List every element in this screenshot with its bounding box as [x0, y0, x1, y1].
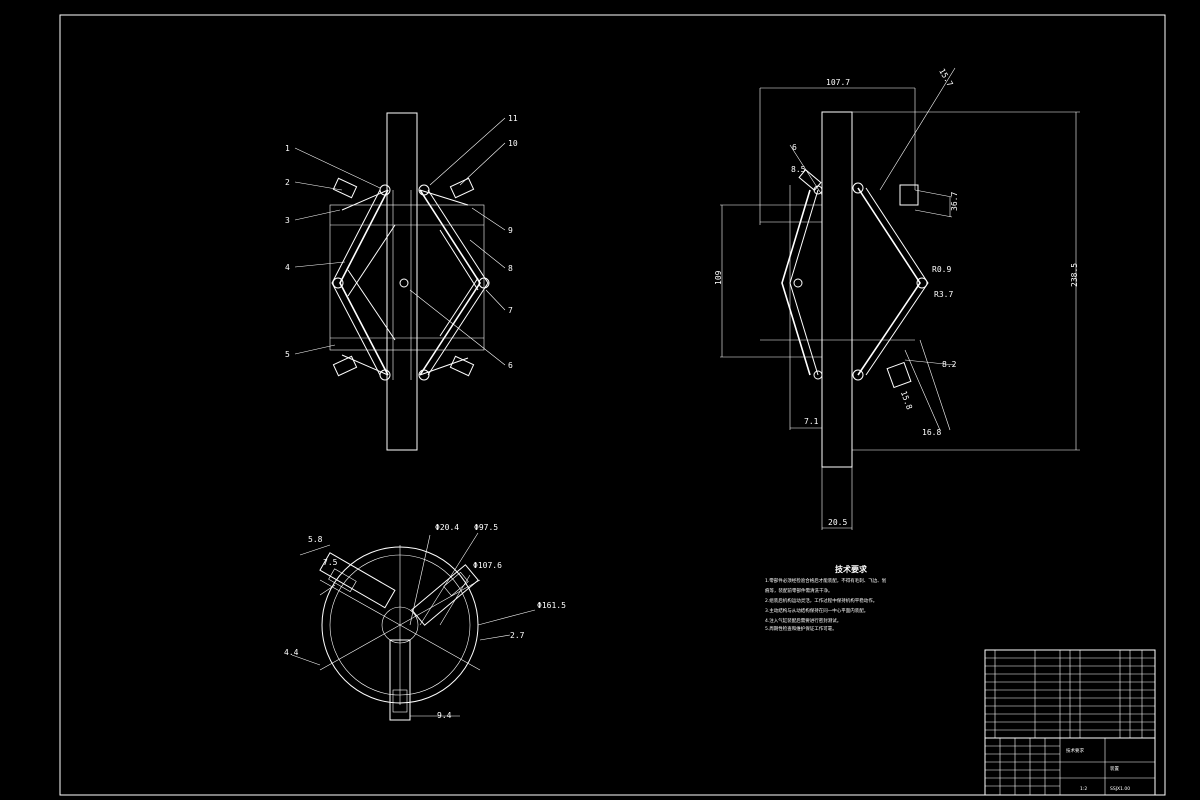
dim-height-left: 109: [714, 270, 723, 285]
title-scale: 1:2: [1080, 786, 1087, 792]
plan-dim-5: 2.7: [510, 631, 525, 640]
plan-dim-4: 9.4: [437, 711, 452, 720]
callout-5: 5: [285, 350, 290, 359]
callout-2: 2: [285, 178, 290, 187]
callout-4: 4: [285, 263, 290, 272]
title-drawing-no: SSJX1.00: [1110, 786, 1130, 792]
dim-left-small2: 8.5: [791, 165, 806, 174]
tech-req-line-5: 4.注入气缸装配后需要进行密封测试。: [765, 617, 841, 624]
dim-right-small: 36.7: [950, 192, 959, 211]
tech-req-line-3: 2.组装后机构运动灵活，工作过程中保持机构平稳动作。: [765, 597, 877, 604]
dim-left-small: 6: [792, 143, 797, 152]
dim-height-right: 238.5: [1070, 263, 1079, 287]
title-part-name: 装置: [1110, 765, 1119, 772]
title-label: 技术要求: [1066, 747, 1084, 754]
plan-dim-2: 7.5: [323, 558, 338, 567]
callout-8: 8: [508, 264, 513, 273]
sheet-border: [59, 14, 1166, 796]
dim-radius2: R3.7: [934, 290, 953, 299]
side-view: 107.7 15.7 6 8.5 109 238.5 36.7 R0.9 R3.…: [714, 67, 1080, 530]
dim-lower-angled2: 16.8: [922, 428, 941, 437]
plan-dia-2: Φ97.5: [474, 523, 498, 532]
dim-angled: 15.7: [937, 67, 955, 88]
technical-requirements: 技术要求 1.零部件必须经检验合格后才能装配，不得有毛刺、飞边、划 痕等，装配前…: [765, 564, 887, 632]
callout-3: 3: [285, 216, 290, 225]
front-view: 1 2 3 4 5 6 7 8 9 10 11: [285, 112, 518, 451]
plan-dim-1: 5.8: [308, 535, 323, 544]
callout-9: 9: [508, 226, 513, 235]
tech-req-line-4: 3.主动结构与从动结构保持在同一中心平面内装配。: [765, 607, 868, 614]
plan-dia-4: Φ161.5: [537, 601, 566, 610]
plan-dia-3: Φ107.6: [473, 561, 502, 570]
dim-lower-right: 8.2: [942, 360, 957, 369]
callout-6: 6: [508, 361, 513, 370]
title-block: 技术要求 装置 SSJX1.00 1:2: [984, 649, 1156, 796]
dim-lower-angled1: 15.8: [899, 390, 914, 411]
callout-10: 10: [508, 139, 518, 148]
plan-view: 5.8 7.5 4.4 9.4 2.7 Φ20.4 Φ97.5 Φ107.6 Φ…: [284, 523, 566, 721]
tech-req-line-2: 痕等，装配前零部件需清洗干净。: [765, 587, 833, 594]
dim-top-width: 107.7: [826, 78, 850, 87]
dim-bottom: 20.5: [828, 518, 847, 527]
dim-radius1: R0.9: [932, 265, 951, 274]
tech-req-title: 技术要求: [835, 564, 868, 574]
tech-req-line-6: 5.周期性检查和维护保证工作可靠。: [765, 625, 837, 632]
tech-req-line-1: 1.零部件必须经检验合格后才能装配，不得有毛刺、飞边、划: [765, 577, 887, 584]
plan-dia-1: Φ20.4: [435, 523, 459, 532]
dim-bottom-small: 7.1: [804, 417, 819, 426]
callout-11: 11: [508, 114, 518, 123]
plan-dim-3: 4.4: [284, 648, 299, 657]
callout-1: 1: [285, 144, 290, 153]
callout-7: 7: [508, 306, 513, 315]
